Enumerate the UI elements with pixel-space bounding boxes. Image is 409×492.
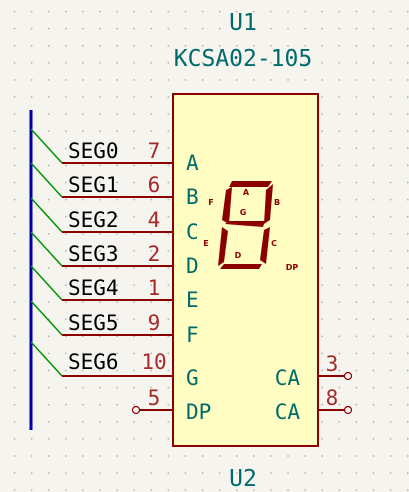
pin-name: CA (275, 400, 301, 424)
unit-label: U2 (229, 466, 257, 492)
net-label: SEG6 (68, 350, 119, 374)
segment-label-a: A (243, 188, 250, 197)
pin-number: 6 (148, 173, 161, 197)
pin-number: 10 (141, 350, 166, 374)
segment-label-d: D (235, 251, 242, 260)
pin-name: E (186, 288, 199, 312)
pin-a[interactable]: 7 A SEG0 (30, 128, 199, 175)
pin-c[interactable]: 4 C SEG2 (30, 197, 199, 244)
unconnected-pin-marker (131, 405, 141, 415)
bus-entry-wire[interactable] (30, 231, 63, 267)
component-body[interactable] (172, 93, 319, 447)
bus-entry-wire[interactable] (30, 162, 63, 198)
pin-name: A (186, 151, 199, 175)
segment-b-shape (264, 184, 273, 224)
segment-a-shape (229, 181, 272, 187)
left-pin-group: 7 A SEG0 6 B SEG1 4 C SEG2 2 D SEG3 (30, 128, 212, 424)
pin-number: 8 (326, 386, 339, 410)
pin-b[interactable]: 6 B SEG1 (30, 162, 199, 209)
bus-entry-wire[interactable] (30, 341, 63, 377)
seven-segment-graphic: A B C D E F G DP (203, 181, 298, 272)
pin-d[interactable]: 2 D SEG3 (30, 231, 199, 278)
pin-name: G (186, 366, 199, 390)
pin-number: 9 (148, 311, 161, 335)
bus-entry-wire[interactable] (30, 197, 63, 233)
net-label: SEG2 (68, 208, 119, 232)
segment-label-f: F (208, 198, 213, 207)
net-label: SEG0 (68, 139, 119, 163)
right-pin-group: 3 CA 8 CA (275, 352, 353, 424)
pin-ca-8[interactable]: 8 CA (275, 386, 353, 424)
bus-entry-wire[interactable] (30, 265, 63, 301)
pin-number: 3 (326, 352, 339, 376)
segment-e-shape (218, 227, 228, 266)
segment-label-c: C (271, 239, 277, 248)
unconnected-pin-marker (343, 405, 353, 415)
net-label: SEG3 (68, 242, 119, 266)
net-label: SEG1 (68, 173, 119, 197)
pin-ca-3[interactable]: 3 CA (275, 352, 353, 390)
component-value: KCSA02-105 (174, 46, 312, 72)
segment-f-shape (222, 187, 232, 224)
pin-dp[interactable]: 5 DP (131, 386, 212, 424)
unconnected-pin-marker (343, 371, 353, 381)
segment-c-shape (260, 227, 270, 264)
segment-d-shape (220, 264, 262, 269)
pin-g[interactable]: 10 G SEG6 (30, 341, 199, 390)
segment-g-shape (225, 221, 265, 227)
pin-number: 2 (148, 242, 161, 266)
pin-number: 4 (148, 208, 161, 232)
bus-entry-wire[interactable] (30, 128, 63, 164)
segment-label-e: E (203, 239, 208, 248)
pin-e[interactable]: 1 E SEG4 (30, 265, 199, 312)
pin-name: B (186, 185, 199, 209)
segment-label-dp: DP (286, 263, 299, 272)
pin-name: CA (275, 366, 301, 390)
pin-f[interactable]: 9 F SEG5 (30, 300, 199, 347)
net-label: SEG4 (68, 276, 119, 300)
pin-number: 1 (148, 276, 161, 300)
net-label: SEG5 (68, 311, 119, 335)
pin-name: F (186, 323, 199, 347)
pin-number: 5 (148, 386, 161, 410)
pin-number: 7 (148, 139, 161, 163)
reference-designator: U1 (229, 10, 257, 36)
pin-name: C (186, 220, 199, 244)
segment-label-b: B (274, 198, 280, 207)
pin-name: D (186, 254, 199, 278)
pin-name: DP (186, 400, 211, 424)
bus-entry-wire[interactable] (30, 300, 63, 336)
segment-label-g: G (240, 208, 247, 217)
